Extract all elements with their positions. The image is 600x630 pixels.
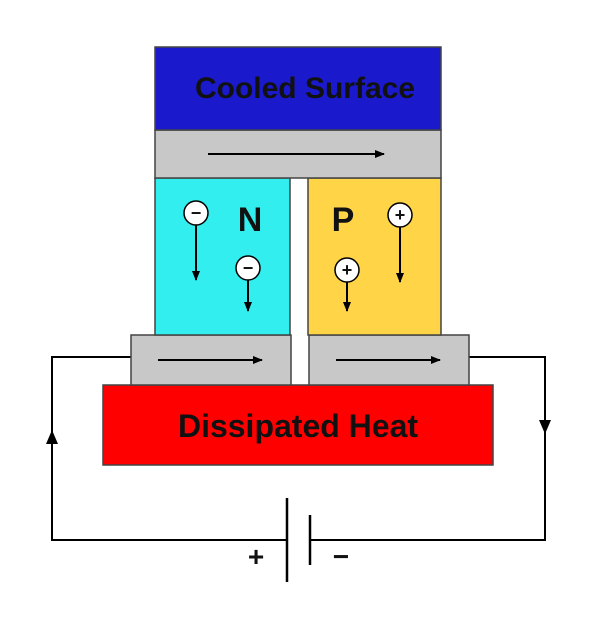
- n-type-semiconductor: [154, 177, 291, 336]
- electron-sign: −: [243, 258, 254, 278]
- cooled-surface-block: [154, 46, 442, 131]
- battery-positive-label: +: [248, 541, 264, 572]
- dissipated-heat-label: Dissipated Heat: [178, 408, 418, 444]
- circuit-wire: [51, 356, 546, 541]
- dissipated-heat-block: [102, 384, 494, 466]
- electron-carrier: −: [183, 200, 209, 281]
- hole-carrier: +: [387, 202, 413, 283]
- n-type-label: N: [238, 201, 263, 239]
- electron-sign: −: [191, 203, 202, 223]
- p-type-semiconductor: [307, 177, 442, 336]
- cooled-surface-label: Cooled Surface: [195, 72, 415, 105]
- hole-sign: +: [342, 260, 353, 280]
- hole-carrier: +: [334, 257, 360, 312]
- battery-negative-label: −: [333, 541, 349, 572]
- p-type-label: P: [332, 201, 355, 239]
- current-down-arrow: [539, 420, 551, 434]
- current-up-arrow: [46, 430, 58, 444]
- battery: + −: [248, 498, 349, 582]
- hole-sign: +: [395, 205, 406, 225]
- electron-carrier: −: [235, 255, 261, 312]
